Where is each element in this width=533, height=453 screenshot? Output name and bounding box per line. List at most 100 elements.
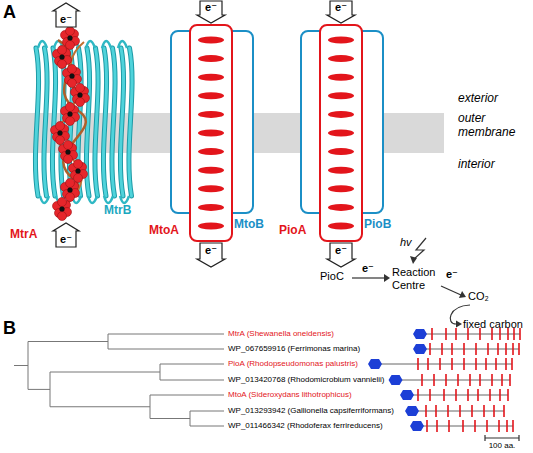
heme-motif <box>463 343 465 355</box>
light-bolt <box>414 238 426 259</box>
tree-branch <box>28 342 29 390</box>
box-outline <box>189 24 233 242</box>
heme-motif <box>475 358 477 370</box>
heme-oval <box>328 37 354 44</box>
light-label: hv <box>400 236 412 249</box>
mtrb-strand <box>112 48 115 196</box>
heme-motif <box>493 405 495 417</box>
heme-oval <box>328 92 354 99</box>
protein-name: PioA <box>279 224 306 238</box>
tree-branch <box>50 406 150 407</box>
electron-label: e⁻ <box>196 0 226 15</box>
species-label: WP_013420768 (Rhodomicrobium vannielii) <box>228 375 385 384</box>
heme-oval <box>198 55 224 62</box>
electron-arrows <box>352 238 470 324</box>
tree-branch <box>150 418 190 419</box>
arrow-head <box>456 321 462 328</box>
mtra-ribbon <box>56 42 84 190</box>
heme-motif <box>511 358 513 370</box>
heme-oval <box>198 92 224 99</box>
heme-motif <box>429 389 431 401</box>
heme-motif <box>462 420 464 432</box>
signal-peptide <box>368 359 382 369</box>
domain-diagrams <box>368 328 520 432</box>
species-label: WP_067659916 (Ferrimonas marina) <box>228 344 360 353</box>
mtrb-strand <box>129 48 132 196</box>
mtrb-strand <box>52 48 55 196</box>
signal-peptide <box>400 390 414 400</box>
heme-motif <box>447 405 449 417</box>
arrow-head <box>459 291 466 298</box>
protein-name: MtrB <box>104 204 131 218</box>
tree-branch <box>28 341 108 342</box>
heme-motif <box>417 358 419 370</box>
heme-motif <box>436 420 438 432</box>
heme-motif <box>491 374 493 386</box>
arrow-outline <box>197 243 225 267</box>
heme-oval <box>198 223 224 230</box>
heme-motif <box>429 343 431 355</box>
heme-motif <box>427 358 429 370</box>
heme-sphere <box>58 198 67 207</box>
mtrb-loop <box>40 196 49 203</box>
signal-peptide <box>413 329 427 339</box>
phylogenetic-tree <box>14 334 224 426</box>
signal-peptide <box>410 421 424 431</box>
arrow-head <box>384 274 390 282</box>
tree-branch <box>50 372 51 407</box>
heme-oval <box>328 111 354 118</box>
signal-peptide <box>413 344 427 354</box>
heme-oval <box>328 223 354 230</box>
heme-oval <box>328 130 354 137</box>
heme-motif <box>469 374 471 386</box>
panel-letter: A <box>3 2 16 23</box>
arrow-outline <box>197 1 225 23</box>
heme-sphere <box>66 103 75 112</box>
heme-iron <box>65 149 70 154</box>
protein-backbone <box>407 395 508 396</box>
protein-name: MtoA <box>149 224 179 238</box>
heme-iron <box>67 111 72 116</box>
electron-arrow: e⁻ <box>326 0 356 24</box>
heme-motif <box>509 374 511 386</box>
box-border <box>320 25 362 241</box>
mtr-complex <box>35 27 132 221</box>
heme-sphere <box>56 136 65 145</box>
heme-motif <box>467 389 469 401</box>
mtrb-strand <box>120 48 123 196</box>
mtrb-strand <box>112 48 115 196</box>
heme-motif <box>477 389 479 401</box>
heme-motif <box>487 343 489 355</box>
protein-name: MtoB <box>234 218 264 232</box>
panel-letter: B <box>3 318 16 339</box>
tree-branch <box>160 364 161 380</box>
electron-label: e⁻ <box>196 242 226 259</box>
heme-motif <box>479 374 481 386</box>
arrow-outline <box>327 243 355 267</box>
heme-sphere <box>76 84 85 93</box>
electron-label: e⁻ <box>326 242 356 259</box>
protein-backbone <box>420 349 519 350</box>
mtrb-strand <box>95 48 98 196</box>
heme-motif <box>463 358 465 370</box>
heme-motif <box>426 420 428 432</box>
heme-motif <box>451 343 453 355</box>
protein-box: MtoBMtoA <box>170 30 254 214</box>
heme-motif <box>471 405 473 417</box>
electron-label: e⁻ <box>52 231 80 248</box>
arrow-line <box>352 277 384 278</box>
tree-branch <box>108 349 224 350</box>
heme-motif <box>512 343 514 355</box>
heme-sphere <box>58 212 67 221</box>
tree-branch <box>160 380 224 381</box>
mtrb-strand <box>35 48 38 196</box>
heme-sphere <box>68 79 77 88</box>
heme-motif <box>441 343 443 355</box>
arrow-outline <box>327 1 355 23</box>
heme-oval <box>328 148 354 155</box>
heme-oval <box>328 167 354 174</box>
species-label: PioA (Rhodopseudomonas palustris) <box>228 359 358 368</box>
protein-backbone <box>396 380 510 381</box>
heme-motif <box>486 420 488 432</box>
